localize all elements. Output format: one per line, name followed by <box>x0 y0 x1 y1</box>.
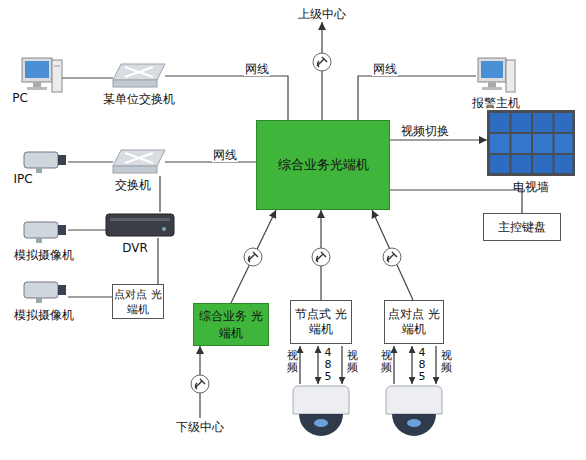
connector <box>165 161 256 162</box>
signal-label: 视频 <box>286 350 298 374</box>
connector <box>62 77 113 78</box>
alarm-host-icon <box>478 58 515 92</box>
video-wall-node: 电视墙 <box>487 110 575 176</box>
signal-label: 485 <box>322 347 334 383</box>
optical-transceiver-box: 综合业务 光端机 <box>193 303 269 346</box>
camera-node: IPC <box>22 150 68 174</box>
connector <box>390 139 487 140</box>
connector <box>165 76 288 120</box>
node-text: 点对点 光端机 <box>385 307 443 337</box>
node-text: PC <box>8 91 32 105</box>
connector <box>68 296 112 297</box>
dvr-icon <box>106 214 174 236</box>
switch-node: 交换机 <box>113 148 165 176</box>
edge-label: 视频切换 <box>400 124 450 138</box>
connector <box>159 176 160 212</box>
node-text: 下级中心 <box>176 419 224 436</box>
fiber-symbol <box>312 248 330 266</box>
dome-camera-icon <box>293 386 349 436</box>
node-text: 综合业务 光端机 <box>194 308 268 342</box>
edge-label: 网线 <box>372 62 398 76</box>
camera-icon <box>24 152 66 173</box>
switch-icon <box>113 64 165 87</box>
edge-label: 网线 <box>212 148 238 162</box>
alarm-host-node: 报警主机 <box>476 56 516 94</box>
node-text: 主控键盘 <box>498 220 546 235</box>
node-text: 模拟摄像机 <box>6 248 82 262</box>
signal-label: 视频 <box>440 350 452 374</box>
camera-node: 模拟摄像机 <box>22 280 68 304</box>
optical-transceiver-box: 点对点 光端机 <box>112 284 164 319</box>
node-text: 节点式 光端机 <box>291 307 351 337</box>
switch-node: 某单位交换机 <box>113 62 165 90</box>
signal-label: 视频 <box>346 350 358 374</box>
node-text: 某单位交换机 <box>97 92 181 106</box>
node-text: 报警主机 <box>468 96 524 110</box>
signal-label: 485 <box>416 347 428 383</box>
fiber-symbol <box>191 375 209 393</box>
node-text: 综合业务光端机 <box>278 156 369 174</box>
fiber-symbol <box>244 248 262 266</box>
center-label: 上级中心 <box>292 6 352 22</box>
node-text: DVR <box>120 241 150 255</box>
dome-camera-icon <box>386 386 442 436</box>
node-text: 模拟摄像机 <box>6 308 82 322</box>
pc-node: PC <box>22 57 62 93</box>
video-wall-icon <box>487 110 575 176</box>
fiber-symbol <box>383 248 401 266</box>
connector <box>358 76 476 120</box>
connector <box>68 229 106 230</box>
switch-icon <box>113 150 165 173</box>
camera-node: 模拟摄像机 <box>22 220 68 244</box>
camera-icon <box>24 222 66 243</box>
dvr-node: DVR <box>106 212 174 238</box>
node-text: 交换机 <box>113 178 153 192</box>
connector <box>390 190 522 213</box>
connector <box>231 210 276 303</box>
center-label: 下级中心 <box>160 418 240 436</box>
optical-transceiver-box: 点对点 光端机 <box>384 300 444 344</box>
connector <box>157 238 158 284</box>
pc-icon <box>22 58 62 92</box>
node-text: 点对点 光端机 <box>113 287 163 317</box>
node-text: IPC <box>8 172 38 186</box>
edge-label: 网线 <box>244 62 270 76</box>
node-text: 电视墙 <box>505 180 557 194</box>
connector <box>372 210 413 300</box>
camera-icon <box>24 282 66 303</box>
connector <box>68 161 113 162</box>
signal-label: 视频 <box>380 350 392 374</box>
optical-transceiver-box: 节点式 光端机 <box>290 300 352 344</box>
keyboard-box: 主控键盘 <box>483 213 561 241</box>
optical-transceiver-box: 综合业务光端机 <box>256 120 390 210</box>
fiber-symbol <box>313 53 331 71</box>
node-text: 上级中心 <box>298 6 346 23</box>
signal-arrow <box>300 346 436 384</box>
